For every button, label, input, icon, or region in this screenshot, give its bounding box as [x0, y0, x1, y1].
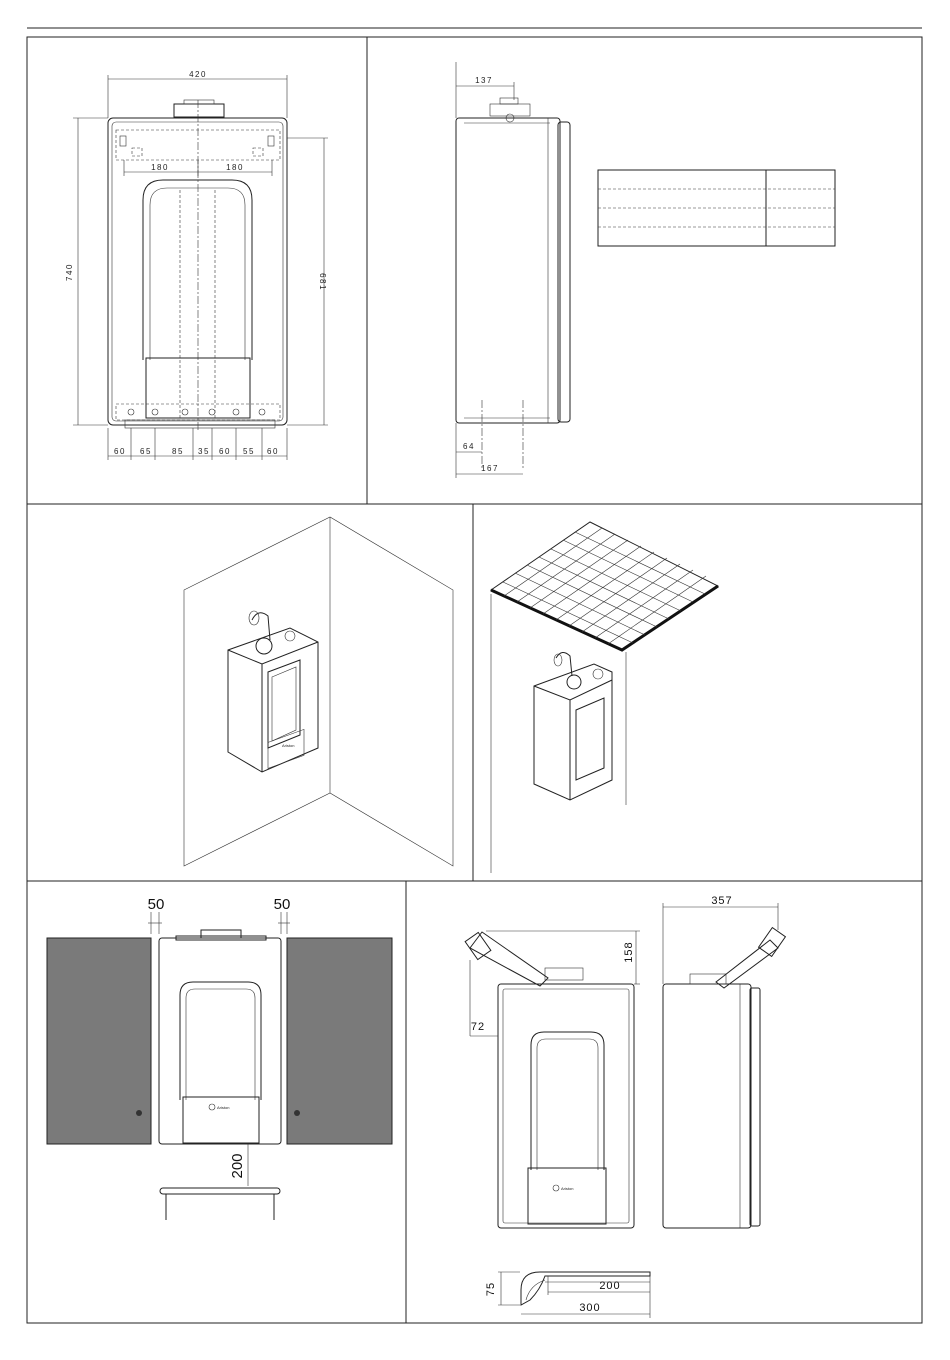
- boiler-flue-front-outline: [498, 984, 634, 1228]
- bend-height-dimension: 75: [485, 1282, 497, 1296]
- bottom-dim-7: 60: [267, 447, 279, 456]
- bottom-gap-dimension: 200: [229, 1153, 246, 1178]
- cabinet-left: [47, 938, 151, 1144]
- inner-height-dimension: 681: [318, 273, 327, 291]
- height-dimension: 740: [65, 263, 74, 281]
- bottom-dim-6: 55: [243, 447, 255, 456]
- boiler-front-outline: [108, 118, 287, 425]
- flue-bend-detail: [521, 1272, 650, 1305]
- shelf-install-panel: [491, 522, 718, 873]
- side-top-dimension: 137: [475, 76, 493, 85]
- brand-logo-clearance: Ariston: [217, 1105, 229, 1110]
- width-dimension: 420: [189, 70, 207, 79]
- bottom-dim-5: 60: [219, 447, 231, 456]
- bottom-dim-2: 65: [140, 447, 152, 456]
- bottom-dim-4: 35: [198, 447, 210, 456]
- flue-height-dimension: 158: [623, 941, 635, 962]
- boiler-flue-side-outline: [663, 984, 751, 1228]
- bend-length-2: 300: [579, 1302, 600, 1314]
- side-bottom-dim-2: 167: [481, 464, 499, 473]
- brand-logo-iso-1: Ariston: [282, 743, 294, 748]
- boiler-iso-1: Ariston: [228, 611, 318, 772]
- flue-depth-dimension: 357: [711, 895, 732, 907]
- boiler-side-outline: [456, 118, 560, 423]
- spec-table: [598, 170, 835, 246]
- flue-offset-dimension: 72: [471, 1021, 485, 1033]
- bend-length-1: 200: [599, 1280, 620, 1292]
- right-gap-dimension: 50: [274, 896, 291, 913]
- clearance-panel: Ariston 50 50 200: [47, 896, 392, 1220]
- bracket-left-dimension: 180: [151, 163, 169, 172]
- side-view-panel: 137 64 167: [456, 62, 835, 478]
- front-view-panel: 420 180 180: [65, 70, 328, 460]
- flue-panel: Ariston 158 72 357 75 200: [465, 895, 785, 1318]
- side-bottom-dim-1: 64: [463, 442, 475, 451]
- corner-install-panel: Ariston: [184, 517, 453, 866]
- boiler-iso-2: [534, 652, 612, 800]
- cabinet-right: [287, 938, 392, 1144]
- table-below: [160, 1188, 280, 1194]
- boiler-clearance-outline: [159, 938, 281, 1144]
- sheet-frame: [27, 37, 922, 1323]
- bracket-right-dimension: 180: [226, 163, 244, 172]
- bottom-dim-3: 85: [172, 447, 184, 456]
- left-gap-dimension: 50: [148, 896, 165, 913]
- bottom-dim-1: 60: [114, 447, 126, 456]
- brand-logo-flue: Ariston: [561, 1186, 573, 1191]
